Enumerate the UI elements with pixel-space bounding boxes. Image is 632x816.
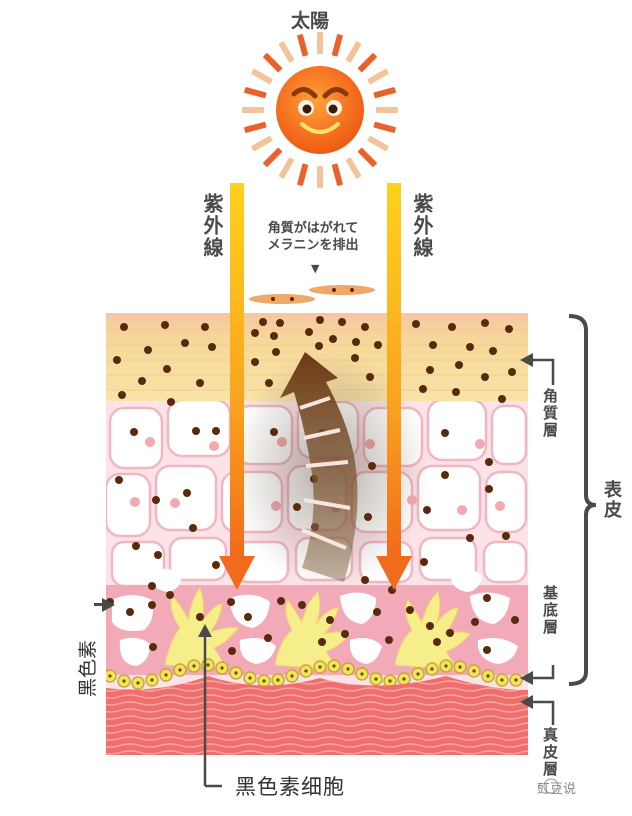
melanin-excretion-arrow bbox=[280, 352, 358, 582]
melanin-label: 黑色素 bbox=[77, 639, 100, 698]
dermis-pointer-line bbox=[530, 700, 555, 725]
watermark-logo-icon bbox=[538, 778, 559, 794]
basal-layer-label: 基底層 bbox=[541, 585, 559, 636]
corneum-arrowhead-icon bbox=[520, 353, 533, 367]
uv-arrow-right bbox=[376, 183, 412, 590]
basal-pointer-line bbox=[530, 665, 555, 680]
stratum-corneum-label: 角質層 bbox=[541, 388, 559, 439]
melanocyte-arrowhead-icon bbox=[198, 624, 212, 637]
melanocyte-label: 黑色素细胞 bbox=[235, 775, 345, 799]
sun-label: 太陽 bbox=[291, 10, 330, 32]
exfoliation-note-line1: 角質がはがれて bbox=[267, 221, 359, 236]
dermis-arrowhead-icon bbox=[520, 695, 533, 709]
epidermis-bracket bbox=[568, 314, 597, 686]
dermis-label: 真皮層 bbox=[541, 727, 559, 778]
corneum-pointer-line bbox=[530, 358, 555, 385]
down-triangle-icon: ▼ bbox=[311, 262, 320, 275]
exfoliation-note-line2: メラニンを排出 bbox=[267, 238, 359, 253]
exfoliation-note: 角質がはがれて メラニンを排出 bbox=[248, 220, 378, 254]
uv-label-right: 紫外線 bbox=[410, 193, 434, 259]
basal-arrowhead-icon bbox=[520, 671, 533, 685]
uv-arrow-left bbox=[219, 183, 255, 590]
watermark-text: 豇豆说 bbox=[537, 782, 577, 797]
uv-label-left: 紫外線 bbox=[200, 193, 224, 259]
sun-icon bbox=[242, 32, 398, 188]
epidermis-label: 表皮 bbox=[601, 480, 622, 520]
skin-cross-section bbox=[106, 313, 528, 755]
melanin-arrowhead-icon bbox=[102, 598, 115, 612]
exfoliated-flakes bbox=[249, 285, 375, 304]
